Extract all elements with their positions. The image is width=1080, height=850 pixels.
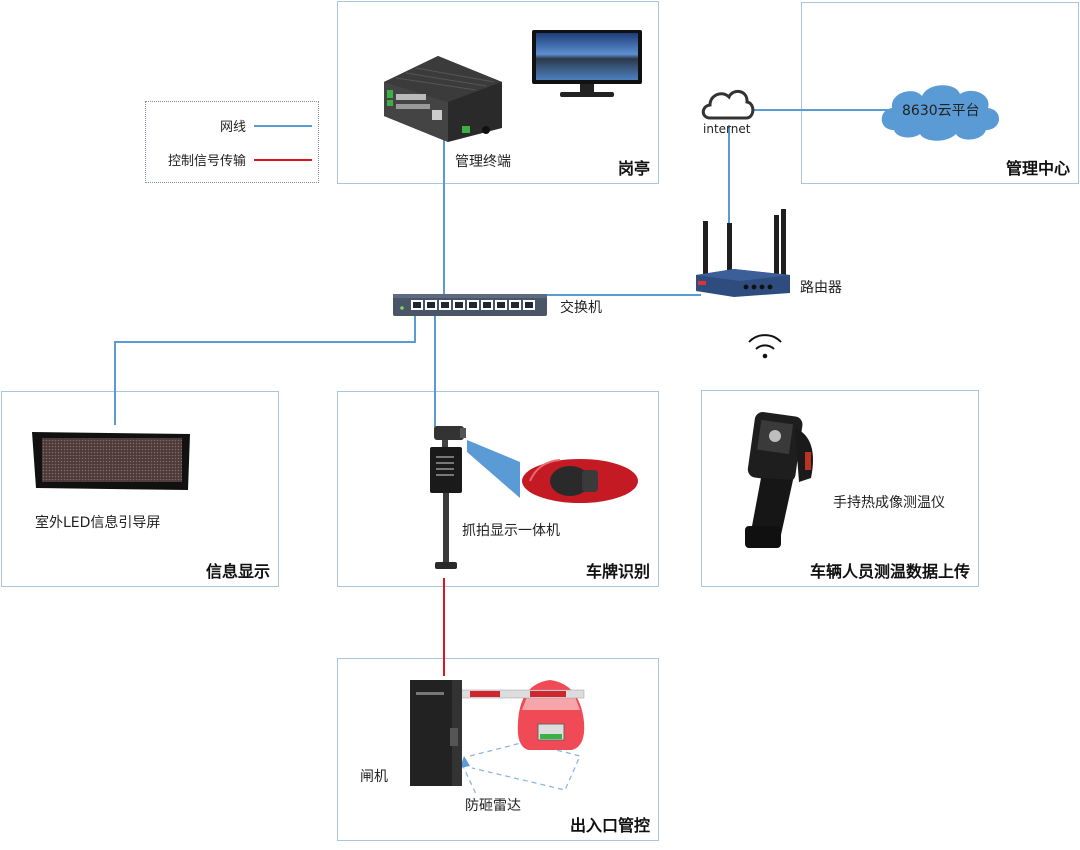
barrier-label: 闸机	[360, 769, 388, 785]
section-title-management-center: 管理中心	[1005, 159, 1070, 178]
legend: 网线 控制信号传输	[145, 101, 319, 183]
router-icon	[696, 209, 790, 297]
internet-cloud-icon	[701, 89, 755, 120]
section-title-info-display: 信息显示	[205, 562, 270, 581]
cloud-platform-icon	[881, 85, 1000, 141]
router-label: 路由器	[800, 280, 842, 296]
legend-swatch-control	[254, 158, 312, 161]
led-screen-icon	[32, 432, 190, 490]
cloud-platform-label: 8630云平台	[902, 103, 980, 119]
thermal-camera-icon	[745, 412, 813, 548]
thermal-camera-label: 手持热成像测温仪	[833, 495, 945, 511]
radar-label: 防砸雷达	[465, 798, 521, 814]
switch-label: 交换机	[560, 300, 602, 316]
section-title-temperature: 车辆人员测温数据上传	[809, 562, 970, 581]
wifi-icon	[748, 334, 782, 359]
legend-item-control: 控制信号传输	[168, 150, 312, 169]
internet-label: internet	[703, 122, 751, 136]
capture-camera-icon	[430, 426, 638, 569]
capture-camera-label: 抓拍显示一体机	[462, 523, 560, 539]
monitor-icon	[532, 30, 642, 97]
switch-icon	[393, 294, 547, 316]
management-terminal-icon	[384, 56, 502, 142]
legend-label-control: 控制信号传输	[167, 154, 246, 169]
legend-swatch-network	[254, 124, 312, 127]
barrier-gate-icon	[410, 680, 585, 795]
terminal-label: 管理终端	[455, 154, 511, 170]
section-temperature: 车辆人员测温数据上传	[701, 390, 979, 587]
section-title-plate-recognition: 车牌识别	[585, 562, 650, 581]
legend-item-network: 网线	[220, 116, 312, 135]
section-title-entrance-control: 出入口管控	[569, 816, 650, 835]
wire-switch-router	[546, 294, 701, 296]
section-management-center: 管理中心	[801, 2, 1079, 184]
legend-label-network: 网线	[219, 120, 246, 135]
section-title-booth: 岗亭	[617, 159, 650, 178]
led-screen-label: 室外LED信息引导屏	[35, 515, 161, 531]
